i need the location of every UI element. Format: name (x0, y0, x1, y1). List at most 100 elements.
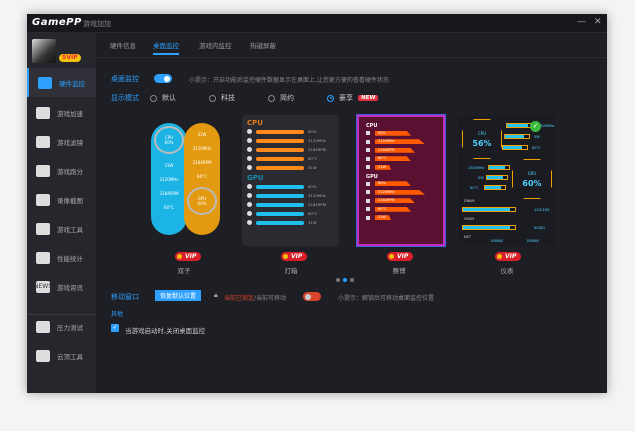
move-window-hint: 小提示：解锁后可移动桌面监控位置 (338, 295, 435, 302)
sidebar-item-label: 游戏加速 (57, 109, 83, 118)
skin-card-cyber[interactable]: CPU 60% 3120MHz 2184RPM 60°C 31W GPU 60%… (356, 114, 446, 247)
sidebar-item-benchmark[interactable]: 游戏跑分 (27, 156, 96, 185)
flask-icon (36, 320, 50, 333)
desktop-monitor-hint: 小提示：开启功能后监控硬件数据显示在桌面上,让您更方便的查看硬件状态 (189, 77, 389, 84)
chart-icon (36, 251, 50, 264)
page-dot[interactable] (336, 278, 340, 282)
other-label: 其他 (111, 311, 124, 318)
rocket-icon (36, 106, 50, 119)
close-monitor-label: 当游戏启动时,关闭桌面监控 (125, 327, 206, 335)
sidebar: SVIP 硬件监控 游戏加速 游戏滤镜 游戏跑分 录像截图 游戏工具 性能统计 … (27, 33, 96, 393)
desktop-monitor-label: 桌面监控 (111, 75, 139, 83)
tab-bar: 硬件信息 桌面监控 游戏内监控 热键屏蔽 (96, 33, 607, 58)
tab-desktop-monitor[interactable]: 桌面监控 (153, 42, 179, 55)
page-dot-active[interactable] (343, 278, 347, 282)
close-monitor-checkbox[interactable]: ✓ (111, 324, 119, 332)
fan-value: 2184RPM (159, 191, 179, 196)
sidebar-item-performance[interactable]: 性能统计 (27, 243, 96, 272)
clock-value: 3120MHz (192, 146, 212, 151)
sidebar-item-label: 硬件监控 (59, 79, 85, 88)
title-bar: GamePP 游戏加加 — ✕ (27, 14, 607, 33)
temp-value: 60°C (164, 205, 174, 210)
camera-icon (36, 193, 50, 206)
vip-badge: VIP (495, 252, 522, 261)
selected-check-icon: ✓ (530, 121, 541, 132)
vip-badge: VIP (281, 252, 308, 261)
locked-status: 当前已锁定 (224, 295, 255, 302)
sidebar-item-game-boost[interactable]: 游戏加速 (27, 98, 96, 127)
power-value: 31W (197, 132, 207, 137)
gpu-heading: GPU (366, 173, 378, 180)
mode-tech-radio[interactable]: 科技 (209, 93, 235, 103)
fan-value: 2184RPM (192, 160, 212, 165)
sidebar-item-label: 云顶工具 (57, 352, 83, 361)
desktop-monitor-toggle[interactable] (154, 74, 172, 83)
app-window: GamePP 游戏加加 — ✕ SVIP 硬件监控 游戏加速 游戏滤镜 游戏跑分… (27, 14, 607, 393)
vip-badge: VIP (387, 252, 414, 261)
radio-label: 简约 (280, 94, 294, 102)
app-subtitle: 游戏加加 (83, 20, 111, 28)
close-button[interactable]: ✕ (594, 17, 602, 27)
tab-hardware-info[interactable]: 硬件信息 (110, 42, 136, 50)
sidebar-item-label: 游戏工具 (57, 225, 83, 234)
vip-badge: VIP (175, 252, 202, 261)
skin-label: 双子 (177, 267, 191, 275)
tab-ingame-monitor[interactable]: 游戏内监控 (199, 42, 232, 50)
clock-value: 3120MHz (159, 177, 179, 182)
sidebar-item-tft-tools[interactable]: 云顶工具 (27, 341, 96, 370)
news-icon: NEWS (34, 280, 52, 293)
skin-card-lightbox[interactable]: CPU 60% 3120MHz 2184RPM 60°C 31W GPU 60%… (242, 115, 339, 246)
sidebar-item-news[interactable]: NEWS 游戏资讯 (27, 272, 96, 301)
sidebar-item-label: 游戏资讯 (57, 283, 83, 292)
sidebar-item-label: 录像截图 (57, 196, 83, 205)
minimize-button[interactable]: — (577, 17, 586, 27)
sidebar-item-label: 游戏跑分 (57, 167, 83, 176)
display-mode-label: 显示模式 (111, 94, 139, 102)
skin-label: 仪表 (500, 267, 514, 275)
temp-value: 60°C (197, 174, 207, 179)
cpu-heading: CPU (247, 119, 263, 127)
skin-label: 灯箱 (284, 267, 298, 275)
reset-position-button[interactable]: 恢复默认位置 (155, 290, 202, 301)
toolbox-icon (36, 222, 50, 235)
sidebar-item-recording[interactable]: 录像截图 (27, 185, 96, 214)
mode-luxury-radio[interactable]: 豪享 NEW (327, 93, 379, 103)
skin-label: 赛博 (392, 267, 406, 275)
sidebar-item-game-tools[interactable]: 游戏工具 (27, 214, 96, 243)
radio-label: 科技 (221, 94, 235, 102)
sidebar-item-hardware-monitor[interactable]: 硬件监控 (27, 68, 96, 97)
movable-status: /当前可移动 (254, 295, 287, 302)
power-value: 31W (164, 163, 174, 168)
filter-icon (36, 135, 50, 148)
page-dot[interactable] (350, 278, 354, 282)
radio-label: 豪享 (339, 94, 353, 102)
monitor-icon (38, 76, 52, 89)
move-lock-toggle[interactable] (303, 292, 321, 301)
app-logo: GamePP (32, 17, 82, 28)
gpu-heading: GPU (247, 174, 264, 182)
svip-badge: SVIP (59, 54, 81, 62)
lock-icon: 🔒︎ (214, 291, 218, 299)
sidebar-divider (27, 314, 96, 315)
sidebar-item-label: 压力测试 (57, 323, 83, 332)
radio-label: 默认 (162, 94, 176, 102)
avatar[interactable] (32, 39, 56, 63)
new-badge: NEW (358, 95, 379, 101)
mode-default-radio[interactable]: 默认 (150, 93, 176, 103)
tft-icon (36, 349, 50, 362)
sidebar-item-game-filter[interactable]: 游戏滤镜 (27, 127, 96, 156)
mode-simple-radio[interactable]: 简约 (268, 93, 294, 103)
sidebar-item-stress-test[interactable]: 压力测试 (27, 312, 96, 341)
move-window-label: 移动窗口 (111, 293, 139, 301)
cpu-heading: CPU (366, 123, 378, 129)
sidebar-item-label: 性能统计 (57, 254, 83, 263)
tab-hotkey-block[interactable]: 热键屏蔽 (250, 42, 276, 50)
speedometer-icon (36, 164, 50, 177)
